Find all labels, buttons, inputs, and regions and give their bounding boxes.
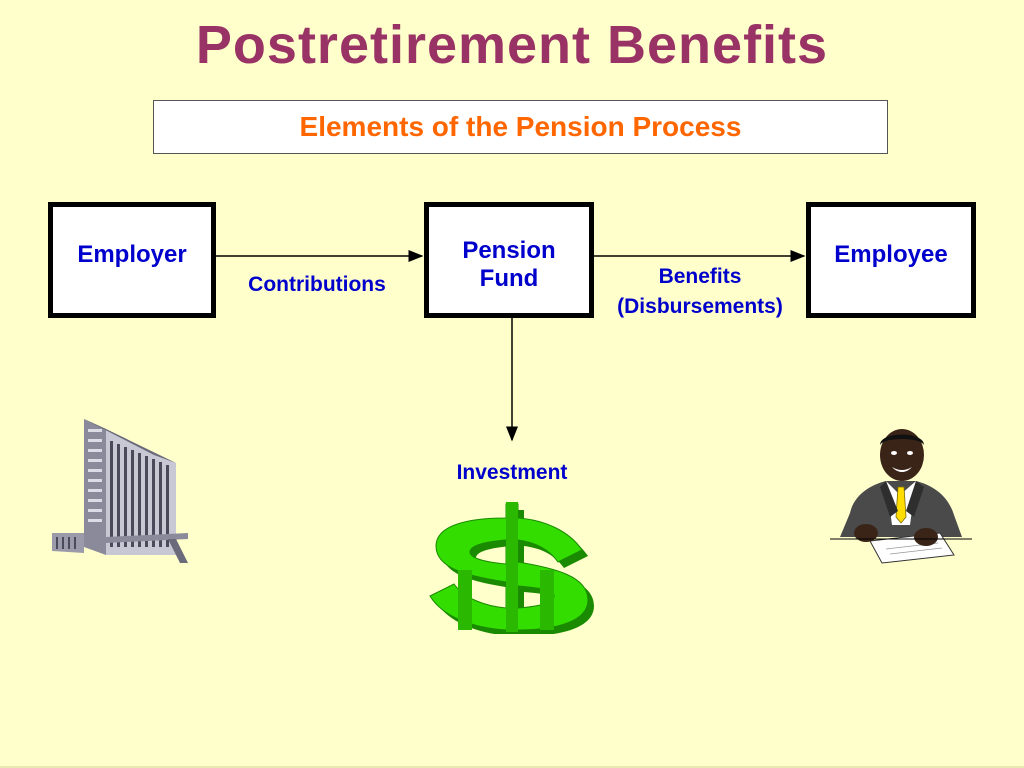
slide-title: Postretirement Benefits: [195, 15, 829, 75]
subtitle-box: Elements of the Pension Process: [153, 100, 888, 154]
employee-label: Employee: [834, 241, 948, 268]
footer-line: [0, 766, 1024, 768]
contributions-label: Contributions: [248, 273, 386, 296]
pension-fund-node: Pension Fund: [424, 202, 594, 318]
dollar-sign-icon: [429, 502, 594, 634]
pension-fund-label-line2: Fund: [479, 265, 539, 292]
businessman-icon: [830, 429, 972, 564]
pension-fund-label-line1: Pension: [462, 237, 556, 264]
subtitle: Elements of the Pension Process: [299, 111, 742, 142]
investment-label: Investment: [456, 461, 568, 484]
benefits-label-line2: (Disbursements): [617, 295, 783, 318]
benefits-label: Benefits (Disbursements): [596, 262, 804, 322]
employee-node: Employee: [806, 202, 976, 318]
benefits-label-line1: Benefits: [658, 265, 742, 288]
office-building-icon: [52, 419, 188, 563]
employer-label: Employer: [77, 241, 187, 268]
employer-node: Employer: [48, 202, 216, 318]
